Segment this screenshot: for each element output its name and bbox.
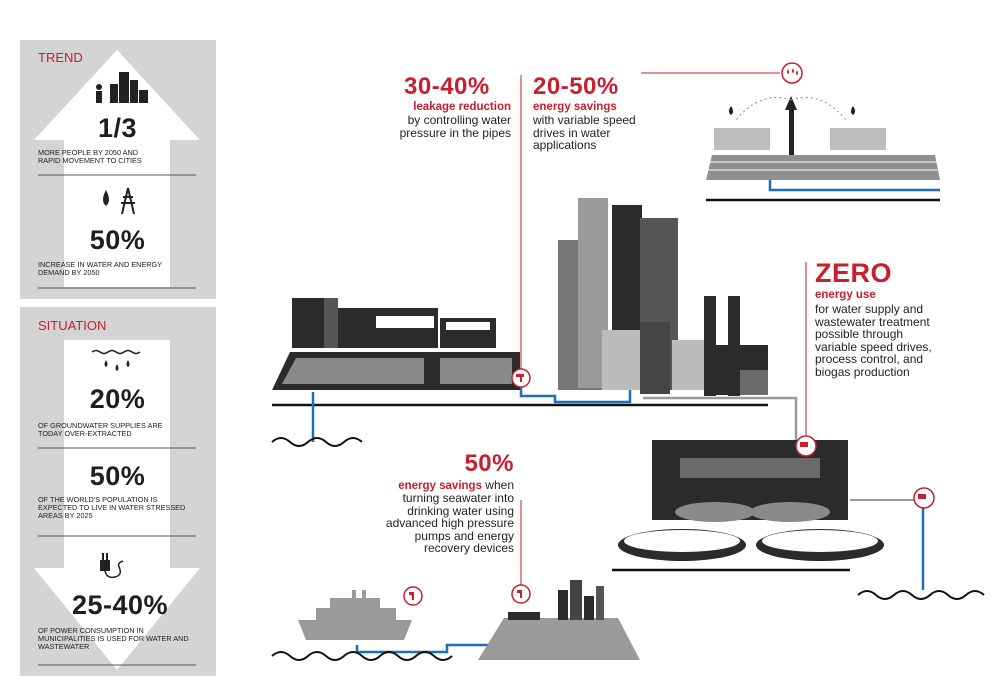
leakage-text: by controlling water pressure in the pip… bbox=[399, 113, 511, 140]
desal-lead: energy savings when bbox=[370, 479, 514, 493]
situation-stat2-text: OF THE WORLD'S POPULATION IS EXPECTED TO… bbox=[38, 495, 186, 521]
zero-value: ZERO bbox=[815, 258, 893, 288]
groundwater-icon bbox=[91, 349, 141, 371]
trend-up-arrow bbox=[34, 50, 200, 287]
irrigation-field bbox=[706, 96, 940, 180]
waves bbox=[271, 437, 985, 661]
plug-icon bbox=[100, 553, 124, 579]
situation-stat3-value: 25-40% bbox=[71, 590, 169, 620]
leakage-value: 30-40% bbox=[404, 73, 490, 100]
treatment-plant bbox=[272, 298, 520, 390]
callout-connectors bbox=[520, 72, 807, 585]
zero-bold: energy use bbox=[815, 289, 876, 301]
situation-stat2-value: 50% bbox=[89, 461, 146, 491]
trend-stat2-value: 50% bbox=[89, 225, 146, 255]
wastewater-plant bbox=[618, 440, 884, 561]
desal-bold: energy savings bbox=[398, 480, 482, 492]
leakage-bold: leakage reduction bbox=[413, 101, 511, 113]
desalination-island bbox=[478, 580, 640, 660]
zero-text: for water supply and wastewater treatmen… bbox=[815, 302, 932, 379]
situation-down-arrow bbox=[34, 340, 200, 670]
situation-stat1-text: OF GROUNDWATER SUPPLIES ARE TODAY OVER-E… bbox=[38, 421, 163, 439]
situation-stat1-value: 20% bbox=[89, 384, 146, 414]
ground-lines bbox=[272, 198, 940, 572]
people-city-icon bbox=[96, 72, 148, 103]
trend-stat2-text: INCREASE IN WATER AND ENERGY DEMAND BY 2… bbox=[38, 260, 162, 278]
cruise-ship bbox=[298, 590, 412, 640]
city-buildings bbox=[558, 198, 768, 396]
trend-stat1-text: MORE PEOPLE BY 2050 AND RAPID MOVEMENT T… bbox=[38, 148, 142, 166]
vsd-bold: energy savings bbox=[533, 101, 617, 113]
trend-title: TREND bbox=[38, 50, 83, 65]
desal-value: 50% bbox=[464, 450, 514, 477]
situation-stat3-text: OF POWER CONSUMPTION IN MUNICIPALITIES I… bbox=[38, 626, 189, 652]
desal-text: turning seawater into drinking water usi… bbox=[385, 491, 514, 555]
desal-lead-text: when bbox=[481, 478, 514, 492]
trend-stat1-value: 1/3 bbox=[97, 113, 138, 143]
vsd-text: with variable speed drives in water appl… bbox=[533, 113, 636, 152]
situation-title: SITUATION bbox=[38, 318, 107, 333]
vsd-value: 20-50% bbox=[533, 73, 619, 100]
water-energy-icon bbox=[103, 187, 135, 215]
irrigation-drops-icon bbox=[781, 62, 803, 84]
grey-pipe bbox=[643, 396, 798, 450]
